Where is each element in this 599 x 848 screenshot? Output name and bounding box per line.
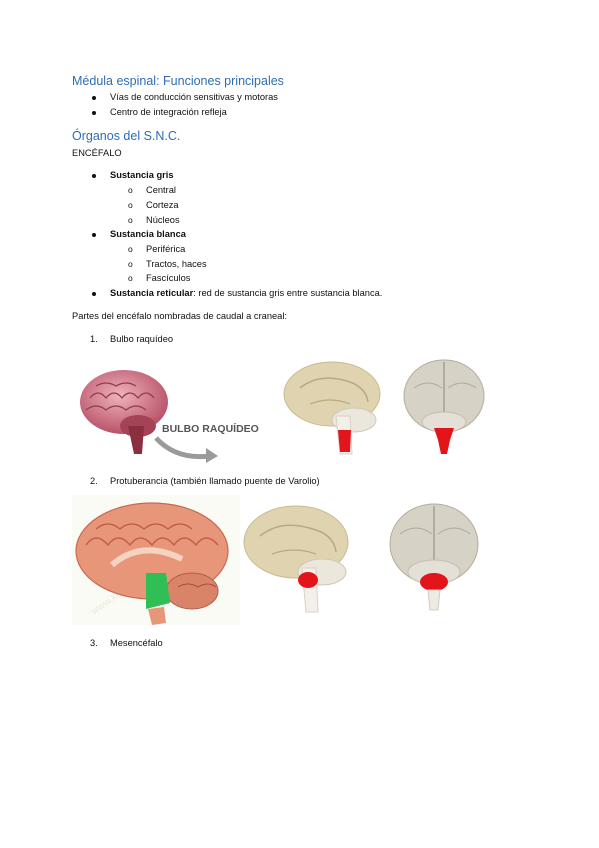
list-number: 3. [90, 638, 98, 648]
list-item: Vías de conducción sensitivas y motoras [110, 92, 278, 102]
figure-label: BULBO RAQUÍDEO [162, 422, 259, 435]
numbered-item: Mesencéfalo [110, 638, 163, 648]
brain-lateral-pons-image [238, 502, 358, 614]
list-number: 1. [90, 334, 98, 344]
bullet [92, 111, 96, 115]
sub-list-item: Corteza [146, 200, 179, 210]
brain-lateral-transparent-image [280, 358, 390, 458]
brain-lateral-pink-image: BULBO RAQUÍDEO [76, 368, 266, 468]
sub-bullet: o [128, 259, 133, 269]
bullet [92, 96, 96, 100]
paragraph-intro: Partes del encéfalo nombradas de caudal … [72, 311, 287, 321]
list-item-reticular: Sustancia reticular: red de sustancia gr… [110, 288, 382, 298]
brain-front-transparent-image [400, 358, 490, 458]
list-item-bold: Sustancia gris [110, 170, 174, 180]
sub-bullet: o [128, 200, 133, 210]
sub-list-item: Fascículos [146, 273, 191, 283]
sub-bullet: o [128, 215, 133, 225]
brain-front-pons-image [384, 500, 484, 615]
list-item-bold: Sustancia blanca [110, 229, 186, 239]
sub-bullet: o [128, 185, 133, 195]
bullet [92, 233, 96, 237]
bullet [92, 174, 96, 178]
numbered-item: Protuberancia (también llamado puente de… [110, 476, 320, 486]
definition: : red de sustancia gris entre sustancia … [193, 288, 383, 298]
numbered-item: Bulbo raquídeo [110, 334, 174, 344]
sub-list-item: Periférica [146, 244, 186, 254]
sub-list-item: Núcleos [146, 215, 180, 225]
subheading-encefalo: ENCÉFALO [72, 148, 122, 158]
bullet [92, 292, 96, 296]
section-heading-cns-organs: Órganos del S.N.C. [72, 129, 181, 143]
sub-list-item: Central [146, 185, 176, 195]
sub-bullet: o [128, 273, 133, 283]
section-heading-spinal-cord: Médula espinal: Funciones principales [72, 74, 284, 88]
list-number: 2. [90, 476, 98, 486]
sub-list-item: Tractos, haces [146, 259, 207, 269]
sub-bullet: o [128, 244, 133, 254]
list-item: Centro de integración refleja [110, 107, 227, 117]
term: Sustancia reticular [110, 288, 194, 298]
brain-sagittal-kenhub-image: www.kenhub.com [72, 495, 240, 625]
